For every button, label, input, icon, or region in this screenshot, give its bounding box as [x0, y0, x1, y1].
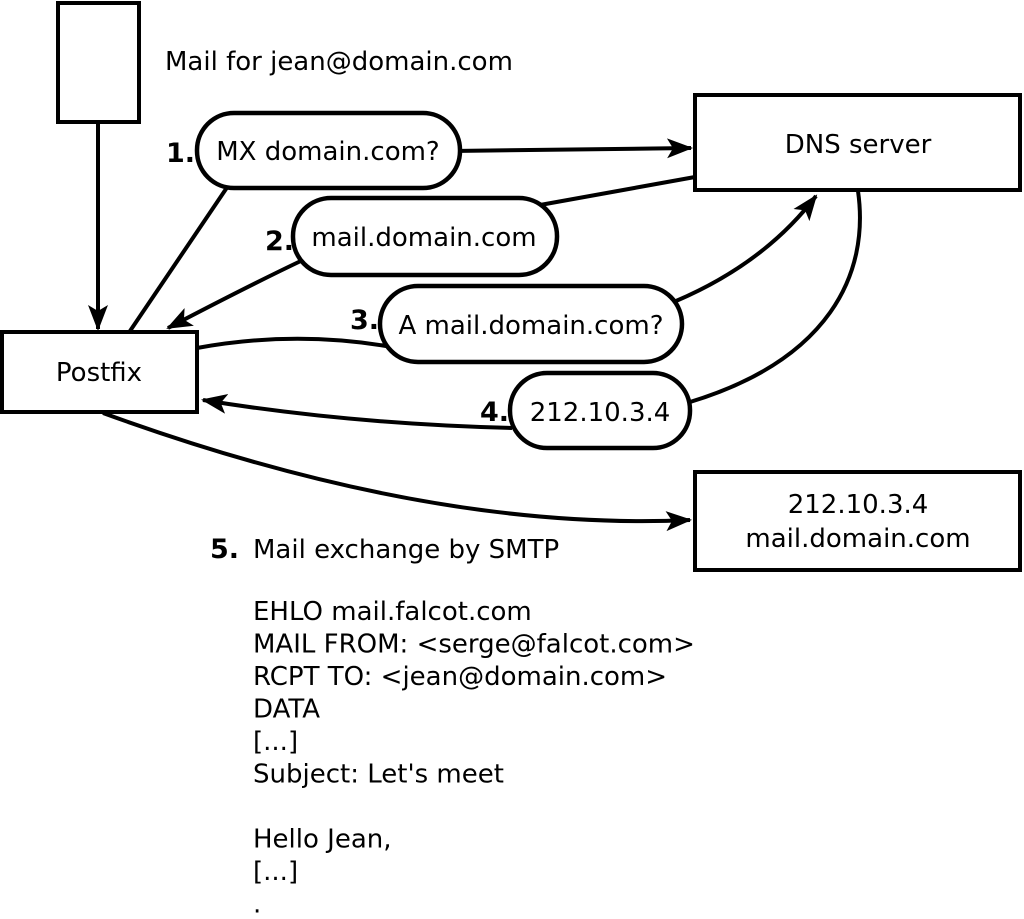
smtp-line: . [253, 890, 261, 919]
edge-postfix-to-query3 [196, 336, 393, 350]
edge-postfix-to-query1 [128, 184, 230, 333]
dns-server-box [693, 93, 1022, 192]
edge-query1-to-dns-arrow [451, 138, 693, 159]
edge-postfix-to-mailhost-arrow [102, 411, 692, 532]
query3-label: A mail.domain.com? [399, 311, 664, 341]
query1-label: MX domain.com? [216, 137, 439, 167]
edge-dns-to-answer4 [689, 190, 862, 404]
query3-pill [377, 283, 685, 365]
edge-query3-to-dns-arrow [675, 194, 818, 303]
mail-host-ip-label: 212.10.3.4 [788, 490, 929, 520]
smtp-line: MAIL FROM: <serge@falcot.com> [253, 630, 695, 660]
mail-source-caption: Mail for jean@domain.com [165, 47, 513, 77]
smtp-line: [...] [253, 857, 298, 887]
edge-answer2-to-postfix-arrow [166, 257, 306, 330]
query1-pill [194, 110, 463, 191]
diagram-labels: Mail for jean@domain.com Postfix DNS ser… [56, 47, 971, 565]
smtp-line: DATA [253, 695, 320, 725]
step4-number: 4. [480, 397, 509, 428]
mail-message-box [56, 1, 141, 124]
diagram-edges [88, 122, 862, 532]
answer2-label: mail.domain.com [311, 223, 536, 253]
smtp-line: Hello Jean, [253, 825, 392, 855]
dns-server-label: DNS server [785, 130, 932, 160]
mail-host-box [693, 470, 1022, 572]
diagram-nodes [0, 1, 1022, 572]
edge-dns-to-answer2 [539, 175, 696, 207]
step2-number: 2. [265, 226, 294, 257]
step5-label: Mail exchange by SMTP [253, 535, 559, 565]
smtp-line: EHLO mail.falcot.com [253, 597, 532, 627]
postfix-box [0, 330, 199, 414]
answer2-pill [290, 195, 560, 278]
smtp-line: RCPT TO: <jean@domain.com> [253, 662, 667, 692]
step3-number: 3. [350, 305, 379, 336]
edge-answer4-to-postfix-arrow [201, 393, 513, 430]
smtp-line: Subject: Let's meet [253, 760, 504, 790]
mail-host-name-label: mail.domain.com [745, 524, 970, 554]
answer4-label: 212.10.3.4 [530, 398, 671, 428]
step1-number: 1. [166, 138, 195, 169]
answer4-pill [507, 370, 693, 451]
step5-number: 5. [210, 534, 239, 565]
postfix-label: Postfix [56, 358, 142, 388]
smtp-line: [...] [253, 727, 298, 757]
smtp-session-transcript: EHLO mail.falcot.com MAIL FROM: <serge@f… [253, 597, 695, 919]
